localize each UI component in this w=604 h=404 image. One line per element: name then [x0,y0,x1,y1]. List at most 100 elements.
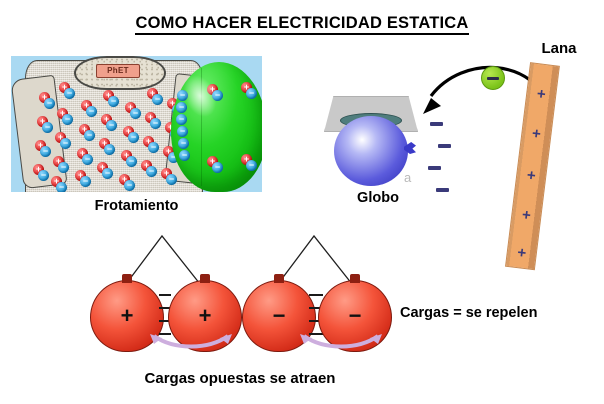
electron-minus-glyph [487,76,499,80]
positive-charge-icon: + [121,150,132,161]
negative-charge-icon: − [178,138,189,149]
negative-charge-icon: − [146,166,157,177]
charged-balloon: + [168,274,242,352]
blue-balloon-graphic [334,116,408,186]
positive-charge-icon: + [77,148,88,159]
balloon-knot-icon [274,274,284,283]
positive-charge-icon: + [207,156,218,167]
positive-charge-icon: + [103,90,114,101]
positive-charge-icon: + [35,140,46,151]
repel-arrow-left [150,334,232,349]
induced-charge-tick [159,307,166,309]
rubbing-illustration: PhET +−+−+−+−+−+−+−+−+−+−+−+−+−+−+−+−+−+… [11,56,262,192]
negative-charge-icon: − [64,88,75,99]
negative-charge-icon: − [126,156,137,167]
balloon-label: Globo [357,190,399,206]
positive-charge-icon: + [79,124,90,135]
balloon-charge-symbol: − [348,303,362,328]
wool-positive-charge: + [521,206,532,225]
induced-charge-tick [159,333,166,335]
positive-charge-icon: + [241,154,252,165]
minus-sign-icon [428,166,441,170]
charged-balloon: − [318,274,392,352]
negative-charge-icon: − [58,162,69,173]
balloon-seam [201,68,202,186]
balloon-pairs-illustration: + + − − [90,232,392,362]
phet-logo-tag: PhET [96,64,140,78]
positive-charge-icon: + [147,88,158,99]
negative-charge-icon: − [177,90,188,101]
positive-charge-icon: + [99,138,110,149]
negative-charge-icon: − [168,152,179,163]
induced-charge-tick [164,294,171,296]
positive-charge-icon: + [53,156,64,167]
positive-charge-icon: + [39,92,50,103]
positive-charge-icon: + [119,174,130,185]
minus-sign-icon [436,188,449,192]
positive-charge-icon: + [141,160,152,171]
electron-icon [481,66,505,90]
negative-charge-icon: − [102,168,113,179]
wool-positive-charge: + [516,244,528,263]
negative-charge-icon: − [108,96,119,107]
positive-charge-icon: + [37,116,48,127]
balloon-strings [125,234,353,285]
page-title: COMO HACER ELECTRICIDAD ESTATICA [0,14,604,35]
negative-charge-icon: − [38,170,49,181]
negative-charge-icon: − [44,98,55,109]
negative-charge-icon: − [104,144,115,155]
positive-charge-icon: + [161,168,172,179]
charged-balloon: + [90,274,164,352]
ceiling-balloon-illustration: a [318,96,451,206]
negative-charge-icon: − [246,160,257,171]
induced-charge-tick [316,333,323,335]
negative-charge-icon: − [82,154,93,165]
negative-charge-icon: − [40,146,51,157]
negative-charge-icon: − [212,90,223,101]
minus-sign-icon [430,122,443,126]
negative-charge-icon: − [86,106,97,117]
induced-charge-tick [159,320,166,322]
negative-charge-icon: − [179,150,190,161]
balloon-charge-symbol: + [198,303,212,328]
negative-charge-icon: − [60,138,71,149]
page-title-text: COMO HACER ELECTRICIDAD ESTATICA [135,14,469,35]
positive-charge-icon: + [75,170,86,181]
sweater-collar [74,56,166,90]
induced-charge-tick [309,320,316,322]
negative-charge-icon: − [212,162,223,173]
wool-positive-charge: + [531,125,542,143]
small-letter-a: a [404,170,412,185]
minus-sign-icon [438,144,451,148]
induced-charge-tick [159,294,166,296]
negative-charge-icon: − [128,132,139,143]
positive-charge-icon: + [143,136,154,147]
negative-charge-icon: − [42,122,53,133]
negative-charge-icon: − [106,120,117,131]
wool-positive-charge: + [535,85,547,104]
positive-charge-icon: + [81,100,92,111]
balloon-knot-icon [200,274,210,283]
negative-charge-icon: − [80,176,91,187]
positive-charge-icon: + [125,102,136,113]
negative-charge-icon: − [166,174,177,185]
green-balloon-graphic: +−+−+−+−−−−−−− [171,62,262,192]
balloon-charge-symbol: + [120,303,134,328]
negative-charge-icon: − [150,118,161,129]
negative-charge-icon: − [177,126,188,137]
wool-positive-charge: + [525,166,537,185]
negative-charge-icon: − [56,182,67,192]
balloon-charge-symbol: − [272,303,286,328]
positive-charge-icon: + [123,126,134,137]
positive-charge-icon: + [101,114,112,125]
induced-charge-tick [309,333,316,335]
attract-caption: Cargas opuestas se atraen [144,370,336,387]
positive-charge-icon: + [163,146,174,157]
positive-charge-icon: + [241,82,252,93]
induced-charge-tick [164,333,171,335]
negative-charge-icon: − [84,130,95,141]
balloon-knot-icon [122,274,132,283]
induced-charge-tick [164,320,171,322]
positive-charge-icon: + [33,164,44,175]
positive-charge-icon: + [55,132,66,143]
